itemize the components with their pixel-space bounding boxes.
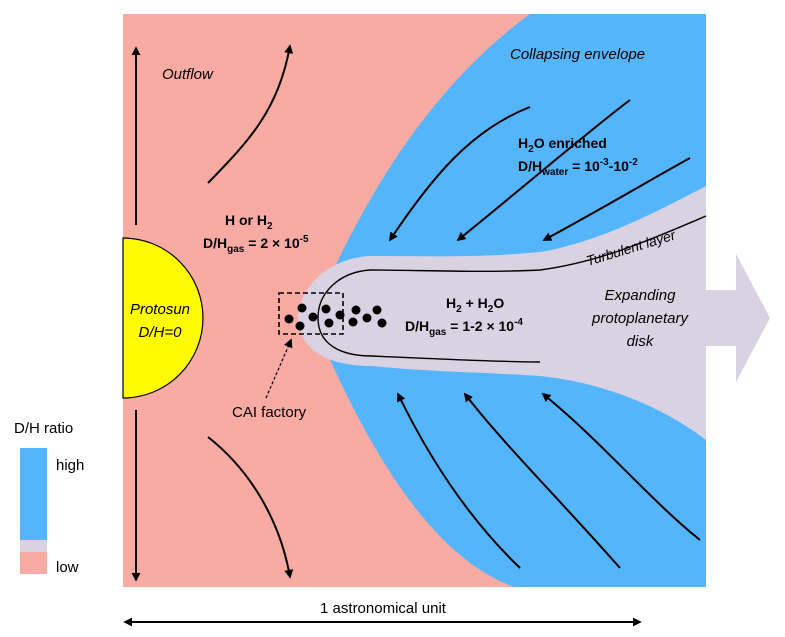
water-enriched-label: H2O enriched: [518, 135, 607, 155]
infall-arrow-lower-2: [463, 392, 621, 569]
cai-particles: [284, 303, 387, 331]
expanding-label-3: disk: [627, 333, 655, 350]
legend-high-label: high: [56, 457, 84, 474]
legend-title: D/H ratio: [14, 420, 73, 437]
infall-arrow-lower-3: [541, 392, 701, 541]
protosun: [122, 237, 204, 399]
disk-region: [298, 186, 706, 440]
outflow-label: Outflow: [162, 66, 214, 83]
infall-arrow-lower-1: [397, 392, 521, 569]
legend-mid-swatch: [20, 540, 47, 552]
outflow-arrow-curve-down: [207, 436, 294, 579]
scale-label: 1 astronomical unit: [320, 600, 447, 617]
expanding-label-2: protoplanetary: [591, 310, 689, 327]
cai-factory-label: CAI factory: [232, 404, 307, 421]
gas-dh-label: D/Hgas = 2 × 10-5: [203, 234, 309, 255]
infall-arrow-upper-2: [456, 99, 631, 242]
expanding-disk-arrowhead: [706, 254, 770, 382]
disk-composition-label: H2 + H2O: [446, 295, 504, 315]
protosun-label: Protosun: [130, 301, 190, 318]
inner-disk-boundary: [317, 215, 707, 363]
outflow-arrow-curve-up: [207, 44, 294, 184]
protosun-dh-label: D/H=0: [139, 324, 183, 341]
legend-low-label: low: [56, 559, 79, 576]
disk-dh-label: D/Hgas = 1-2 × 10-4: [405, 317, 523, 338]
infall-arrow-upper-1: [389, 106, 531, 242]
hydrogen-label: H or H2: [225, 212, 273, 232]
legend-low-swatch: [20, 552, 47, 574]
expanding-label-1: Expanding: [605, 287, 677, 304]
collapsing-envelope-label: Collapsing envelope: [510, 46, 645, 63]
legend-high-swatch: [20, 448, 47, 540]
water-dh-label: D/Hwater = 10-3-10-2: [518, 157, 638, 178]
infall-arrow-upper-3: [542, 157, 691, 241]
cai-pointer-arrow: [265, 338, 293, 399]
